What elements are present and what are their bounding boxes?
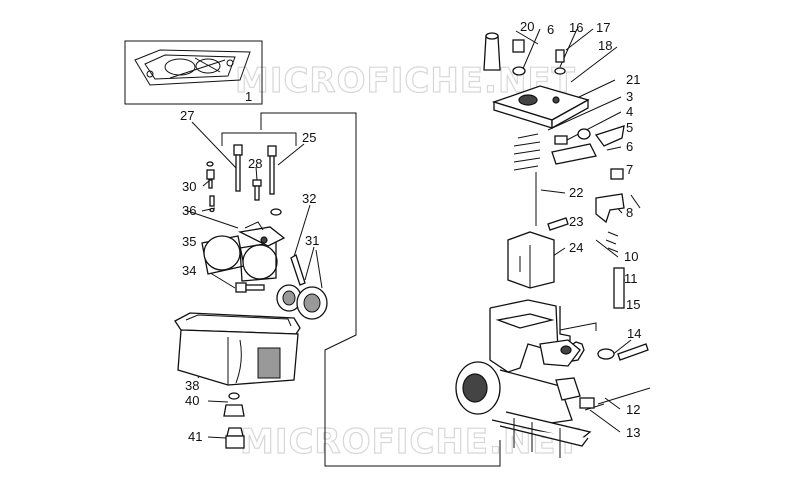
callout-16: 16 — [569, 20, 583, 35]
callout-34: 34 — [182, 263, 196, 278]
float-assembly-parts — [184, 144, 328, 320]
callout-labels: 1 27 25 28 30 36 32 35 31 34 38 40 41 20… — [180, 19, 641, 444]
float-icon — [201, 221, 286, 282]
callout-4: 4 — [626, 104, 633, 119]
callout-31: 31 — [305, 233, 319, 248]
callout-15: 15 — [626, 297, 640, 312]
assembly-outline — [221, 112, 597, 467]
callout-13: 13 — [626, 425, 640, 440]
callout-6-right: 6 — [626, 139, 633, 154]
carburetor-body-icon — [455, 299, 595, 458]
callout-27: 27 — [180, 108, 194, 123]
callout-7: 7 — [626, 162, 633, 177]
callout-23: 23 — [569, 214, 583, 229]
callout-35: 35 — [182, 234, 196, 249]
callout-41: 41 — [188, 429, 202, 444]
callout-21: 21 — [626, 72, 640, 87]
callout-20: 20 — [520, 19, 534, 34]
callout-5: 5 — [626, 120, 633, 135]
float-bowl-icon — [174, 312, 301, 449]
callout-28: 28 — [248, 156, 262, 171]
callout-36: 36 — [182, 203, 196, 218]
callout-18: 18 — [598, 38, 612, 53]
callout-38: 38 — [185, 378, 199, 393]
gasket-set-icon — [124, 40, 263, 105]
callout-11: 11 — [624, 271, 638, 286]
callout-14: 14 — [627, 326, 641, 341]
callout-40: 40 — [185, 393, 199, 408]
callout-8: 8 — [626, 205, 633, 220]
watermark-bottom: MICROFICHE.NET — [240, 422, 581, 462]
callout-30: 30 — [182, 179, 196, 194]
callout-12: 12 — [626, 402, 640, 417]
callout-3: 3 — [626, 89, 633, 104]
callout-25: 25 — [302, 130, 316, 145]
screw-icon — [233, 144, 243, 156]
callout-24: 24 — [569, 240, 583, 255]
callout-1: 1 — [245, 89, 252, 104]
callout-17: 17 — [596, 20, 610, 35]
callout-10: 10 — [624, 249, 638, 264]
callout-6-top: 6 — [547, 22, 554, 37]
callout-32: 32 — [302, 191, 316, 206]
slide-assembly-parts — [483, 32, 651, 411]
callout-22: 22 — [569, 185, 583, 200]
